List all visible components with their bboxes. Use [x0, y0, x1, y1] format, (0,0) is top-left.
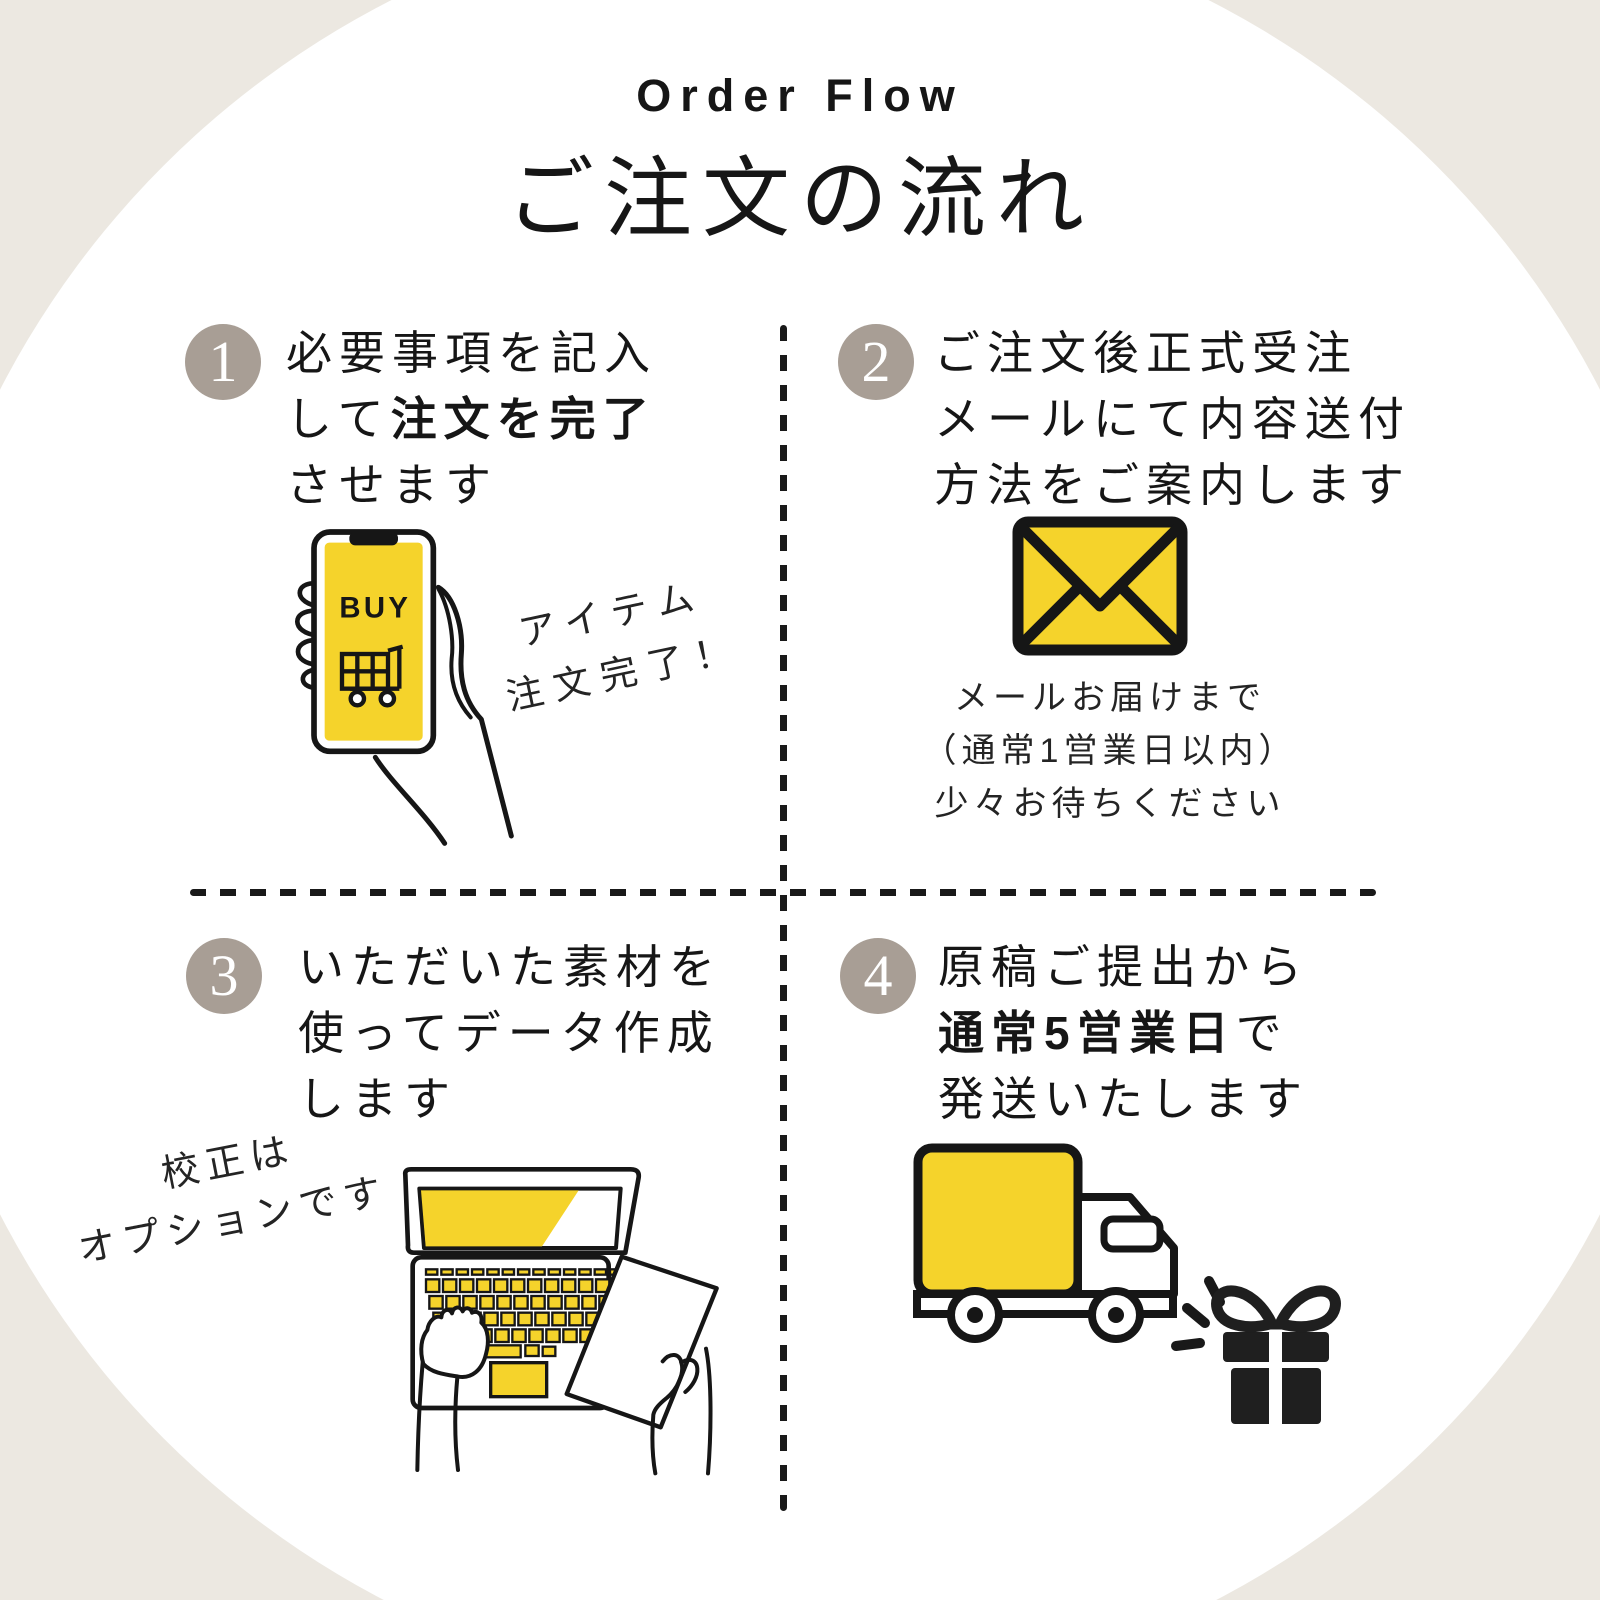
shopping-cart-icon — [339, 644, 404, 708]
step-1-line-2: して — [286, 393, 391, 445]
truck-wheels — [947, 1287, 1144, 1343]
step-2-line-1: ご注文後正式受注 — [934, 327, 1358, 379]
step-1-line-2-bold: 注文を完了 — [390, 393, 656, 445]
step-2-text: ご注文後正式受注 メールにて内容送付 方法をご案内します — [934, 320, 1411, 518]
step-1-text: 必要事項を記入 して注文を完了 させます — [286, 320, 657, 518]
delivery-truck-icon — [913, 1143, 1341, 1424]
step-1-line-1: 必要事項を記入 — [286, 327, 657, 379]
vertical-dashed-divider — [780, 325, 787, 1511]
step-2-badge: 2 — [838, 324, 914, 400]
step-4-line-2: で — [1235, 1007, 1289, 1059]
truck-cargo-box — [913, 1143, 1083, 1299]
step-1-badge: 1 — [185, 324, 261, 400]
step-2-line-2: メールにて内容送付 — [934, 393, 1411, 445]
smartphone-buy-hand-icon: BUY — [295, 529, 514, 846]
page-title: ご注文の流れ — [505, 152, 1094, 249]
step-3-text: いただいた素材を 使ってデータ作成 します — [298, 934, 722, 1132]
laptop-typing-hands-icon — [402, 1167, 719, 1476]
step-4-line-3: 発送いたします — [938, 1073, 1309, 1125]
phone-buy-label: BUY — [339, 591, 411, 624]
truck-window — [1100, 1215, 1164, 1253]
title-english: Order Flow — [636, 70, 964, 121]
envelope-icon — [1012, 516, 1188, 656]
step-1-line-3: させます — [286, 459, 498, 511]
gift-box-icon — [1211, 1285, 1341, 1424]
step-2-note-line-3: 少々お待ちください — [934, 785, 1286, 823]
step-4-line-2-bold: 通常5営業日 — [938, 1007, 1236, 1059]
trackpad — [488, 1361, 549, 1399]
step-3-line-3: します — [298, 1073, 457, 1125]
step-3-line-2: 使ってデータ作成 — [298, 1007, 720, 1059]
step-4-line-1: 原稿ご提出から — [938, 941, 1309, 993]
step-2-note-line-2: （通常1営業日以内） — [922, 732, 1298, 770]
step-3-line-1: いただいた素材を — [298, 941, 722, 993]
step-2-note-line-1: メールお届けまで — [954, 679, 1266, 717]
step-2-line-3: 方法をご案内します — [934, 459, 1411, 511]
step-3-badge: 3 — [186, 938, 262, 1014]
right-hand — [650, 1346, 713, 1476]
left-hand — [415, 1305, 490, 1472]
step-4-text: 原稿ご提出から 通常5営業日で 発送いたします — [938, 934, 1309, 1132]
step-4-badge: 4 — [840, 938, 916, 1014]
paper-sheet — [564, 1254, 719, 1430]
step-2-note: メールお届けまで （通常1営業日以内） 少々お待ちください — [905, 672, 1315, 831]
